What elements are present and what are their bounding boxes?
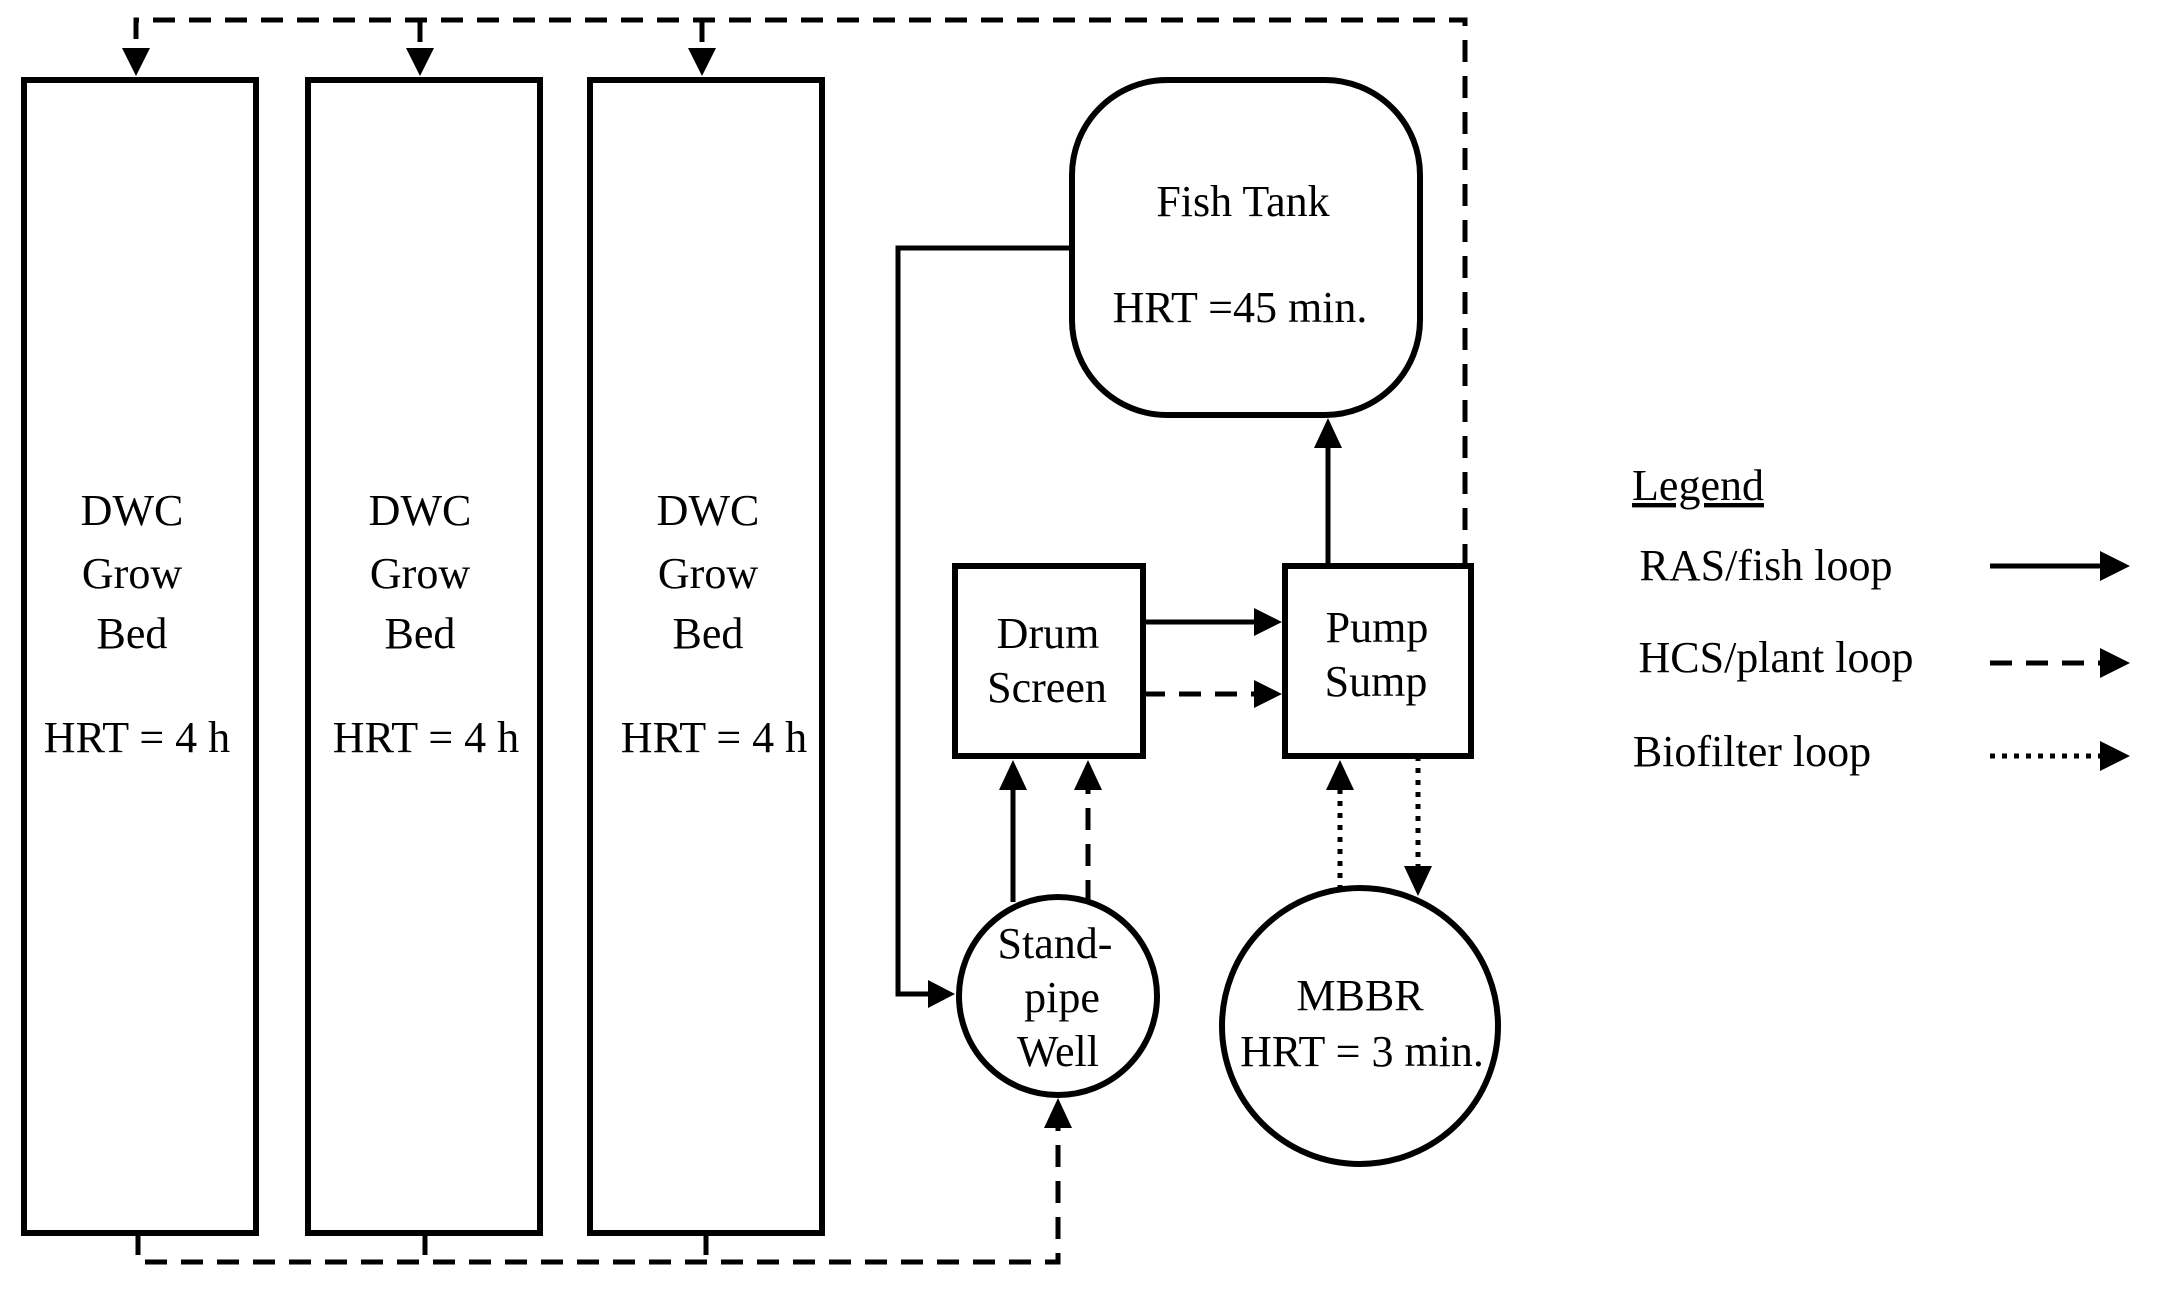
grow-bed-2: DWC Grow Bed HRT = 4 h: [305, 77, 543, 1236]
standpipe-to-drum-solid-arrowhead: [999, 760, 1027, 790]
grow-bed-3-box: [587, 77, 825, 1236]
standpipe-well: Stand- pipe Well: [956, 894, 1160, 1098]
pump-sump: Pump Sump: [1282, 563, 1474, 759]
grow-bed-1-line3: Bed: [97, 609, 168, 658]
mbbr-to-sump-arrowhead: [1326, 760, 1354, 790]
grow-bed-3-line2: Grow: [658, 549, 758, 598]
grow-bed-2-line3: Bed: [385, 609, 456, 658]
grow-bed-3-line3: Bed: [673, 609, 744, 658]
grow-beds-to-standpipe-dashed-line: [135, 1128, 1061, 1265]
legend-ras-label: RAS/fish loop: [1639, 541, 1892, 590]
grow-bed-3: DWC Grow Bed HRT = 4 h: [587, 77, 825, 1236]
mbbr: MBBR HRT = 3 min.: [1219, 885, 1501, 1167]
legend: Legend RAS/fish loop HCS/plant loop Biof…: [1632, 461, 2130, 776]
feed-grow-bed-1-arrowhead: [122, 48, 150, 76]
drum-screen-line2: Screen: [987, 663, 1107, 712]
grow-bed-3-line1: DWC: [657, 486, 760, 535]
fish-tank-title: Fish Tank: [1156, 177, 1329, 226]
fish-tank-to-standpipe-line: [895, 245, 1072, 997]
legend-biofilter-arrowhead: [2100, 741, 2130, 771]
fish-tank-hrt: HRT =45 min.: [1113, 283, 1368, 332]
drum-to-sump-dashed-arrowhead: [1254, 680, 1282, 708]
biofilter-loop-lines: [1326, 756, 1432, 896]
mbbr-title: MBBR: [1296, 971, 1424, 1020]
mbbr-hrt: HRT = 3 min.: [1240, 1027, 1484, 1076]
feed-grow-bed-2-arrowhead: [406, 48, 434, 76]
feed-grow-bed-3-arrowhead: [688, 48, 716, 76]
legend-hcs-arrowhead: [2100, 648, 2130, 678]
pump-sump-line2: Sump: [1325, 657, 1428, 706]
grow-bed-2-line2: Grow: [370, 549, 470, 598]
sump-to-mbbr-arrowhead: [1404, 866, 1432, 896]
standpipe-well-circle: [956, 894, 1160, 1098]
drum-screen: Drum Screen: [952, 563, 1146, 759]
standpipe-well-line1: Stand-: [998, 919, 1113, 968]
standpipe-to-drum-dashed-arrowhead: [1074, 760, 1102, 790]
grow-bed-1-line1: DWC: [81, 486, 184, 535]
grow-bed-2-line1: DWC: [369, 486, 472, 535]
legend-hcs-label: HCS/plant loop: [1638, 633, 1913, 682]
ras-fish-loop-lines: [895, 245, 1342, 1008]
grow-bed-2-hrt: HRT = 4 h: [333, 713, 519, 762]
pump-sump-line1: Pump: [1326, 603, 1429, 652]
pump-sump-box: [1282, 563, 1474, 759]
legend-biofilter-label: Biofilter loop: [1633, 727, 1871, 776]
sump-to-grow-beds-dashed-line: [133, 17, 1468, 566]
grow-bed-2-box: [305, 77, 543, 1236]
standpipe-well-line3: Well: [1017, 1027, 1099, 1076]
standpipe-well-line2: pipe: [1024, 973, 1100, 1022]
hcs-plant-loop-lines: [122, 17, 1468, 1265]
grow-bed-1-line2: Grow: [82, 549, 182, 598]
grow-bed-1-box: [21, 77, 259, 1236]
legend-ras-arrowhead: [2100, 551, 2130, 581]
fish-tank-box: [1069, 77, 1423, 418]
fish-tank-to-standpipe-arrowhead: [928, 980, 955, 1008]
sump-to-fish-tank-arrowhead: [1314, 418, 1342, 448]
legend-title: Legend: [1632, 461, 1764, 510]
drum-screen-box: [952, 563, 1146, 759]
grow-bed-3-hrt: HRT = 4 h: [621, 713, 807, 762]
fish-tank: Fish Tank HRT =45 min.: [1069, 77, 1423, 418]
grow-bed-1: DWC Grow Bed HRT = 4 h: [21, 77, 259, 1236]
mbbr-circle: [1219, 885, 1501, 1167]
grow-beds-to-standpipe-arrowhead: [1044, 1098, 1072, 1128]
drum-screen-line1: Drum: [997, 609, 1100, 658]
drum-to-sump-solid-arrowhead: [1254, 608, 1282, 636]
grow-bed-1-hrt: HRT = 4 h: [44, 713, 230, 762]
